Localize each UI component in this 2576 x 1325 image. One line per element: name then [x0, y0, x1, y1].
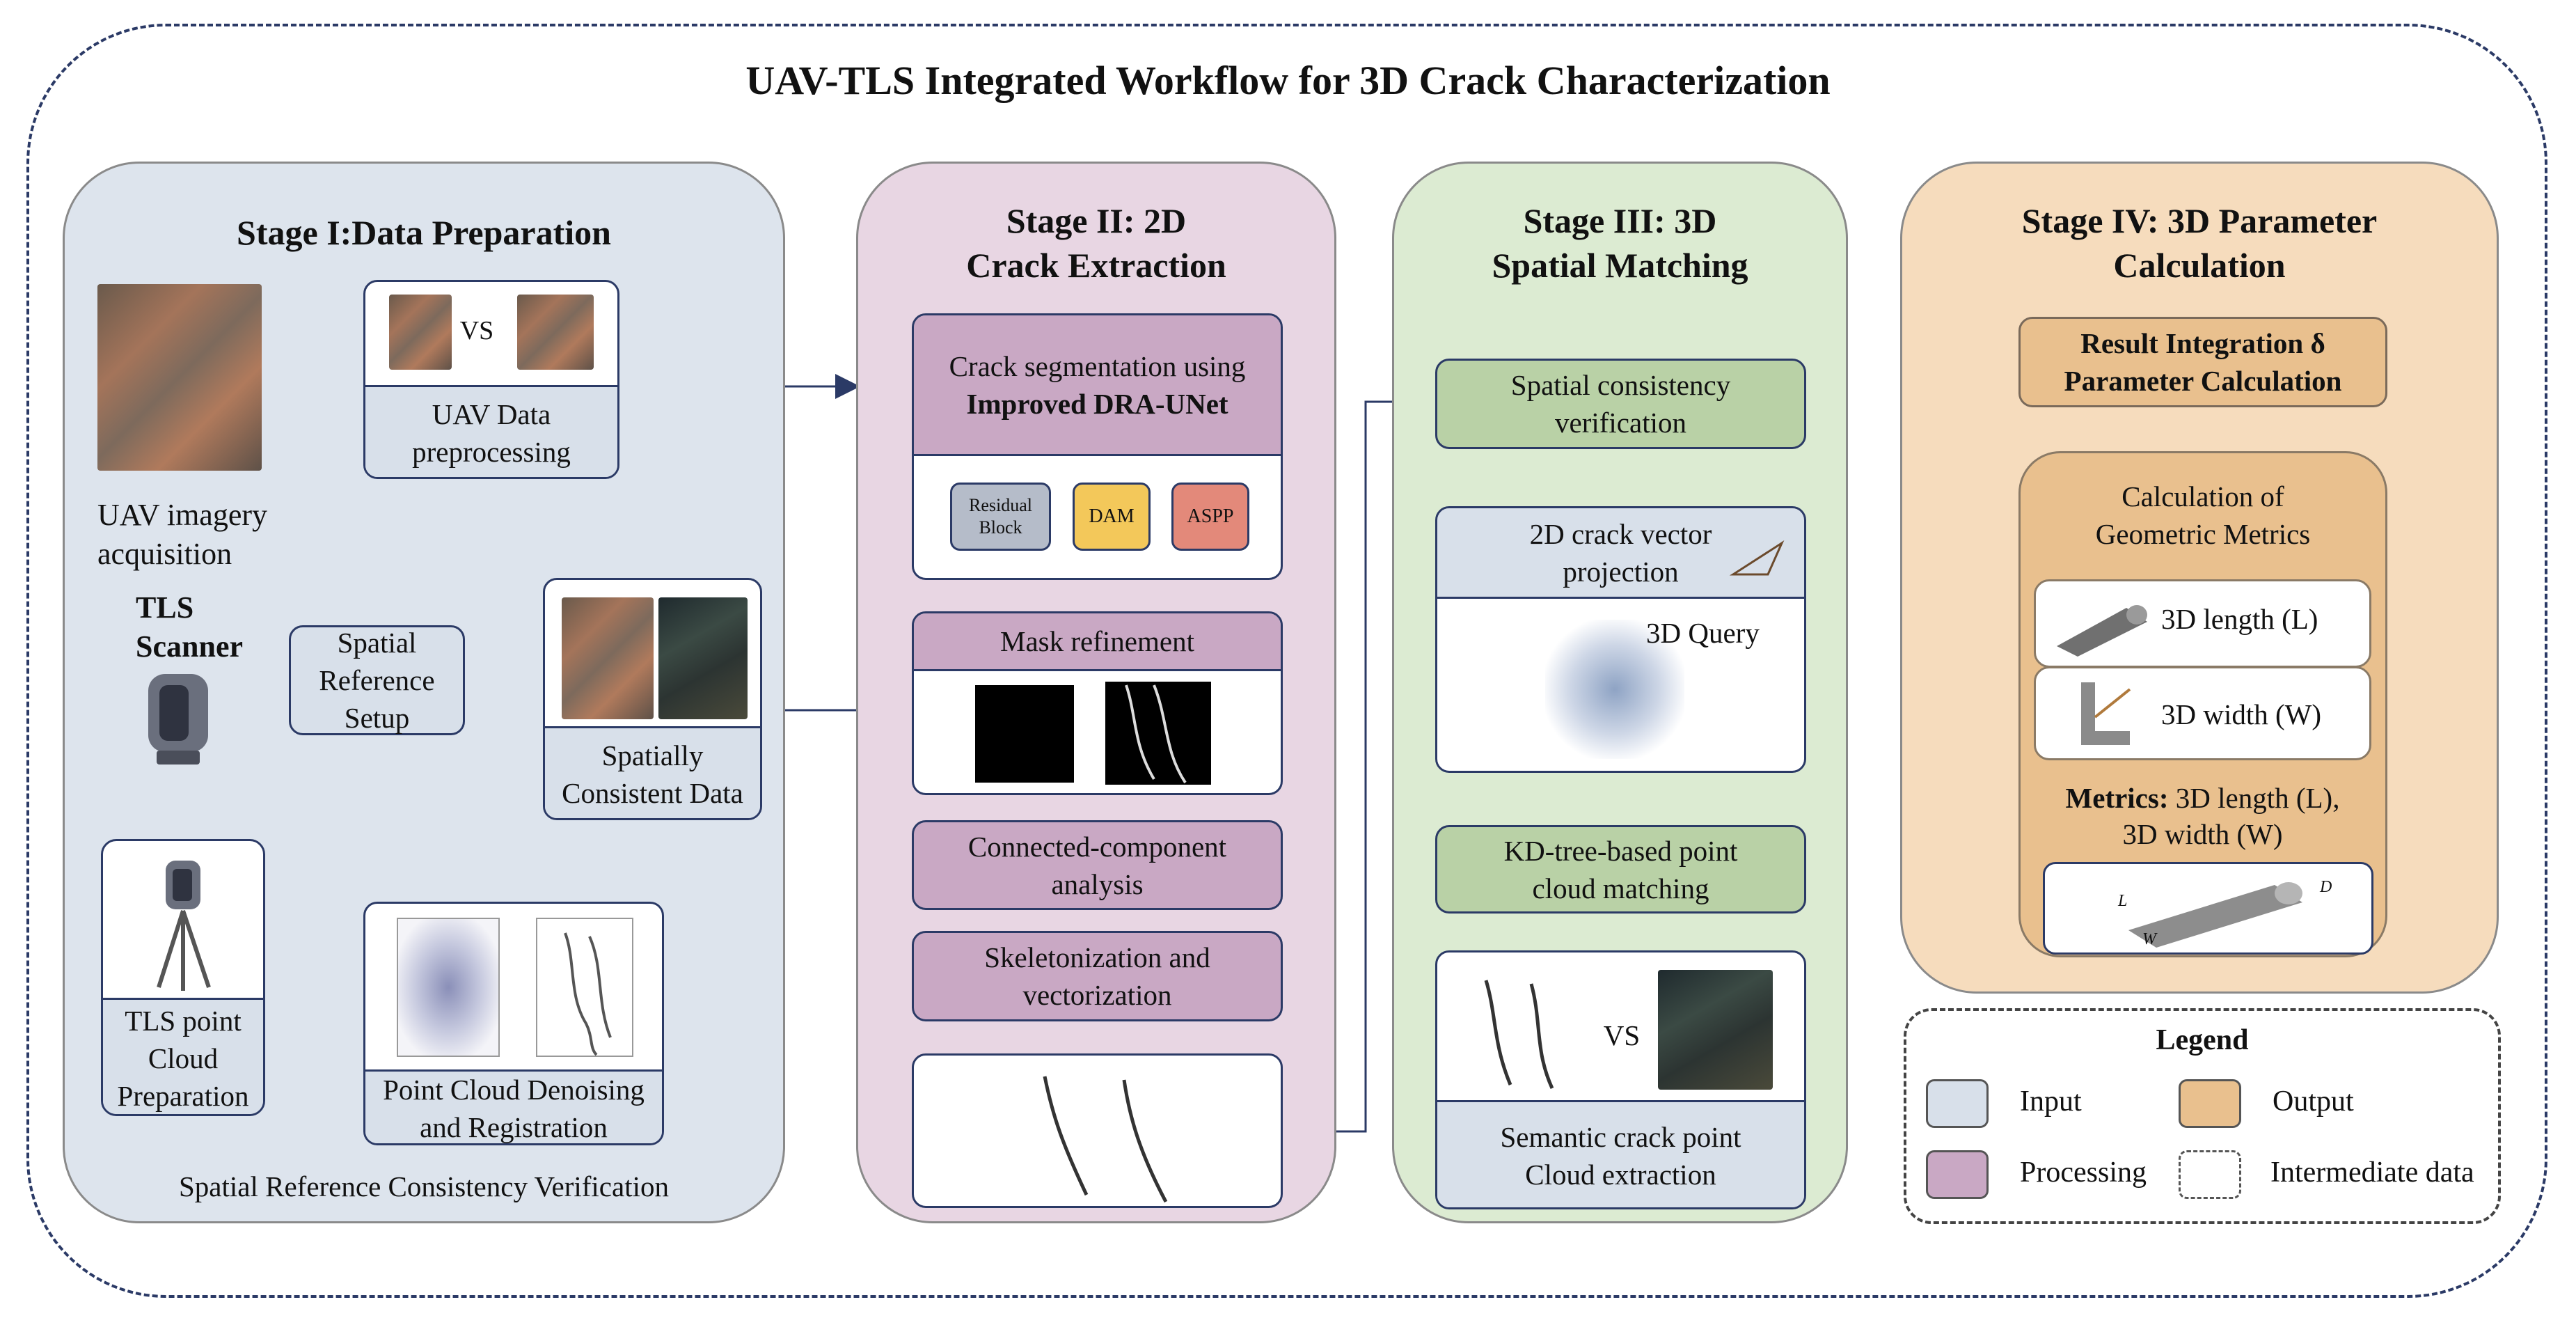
fig-l-label: L: [2118, 892, 2128, 910]
legend-processing-swatch: [1926, 1150, 1989, 1199]
uav-image: [97, 284, 262, 471]
consistent-rgb-thumb: [562, 597, 654, 719]
tls-scanner-icon: [148, 674, 208, 765]
legend-intermediate-label: Intermediate data: [2270, 1157, 2474, 1189]
semantic-extraction-label: Semantic crack point Cloud extraction: [1437, 1100, 1804, 1207]
denoising-box: Point Cloud Denoising and Registration: [363, 902, 664, 1145]
projection-label: 2D crack vector projection: [1437, 508, 1804, 599]
dam-block: DAM: [1073, 483, 1151, 551]
legend-input-swatch: [1926, 1079, 1989, 1128]
metrics-summary-label: Metrics: 3D length (L), 3D width (W): [2065, 782, 2340, 850]
verification-label: Spatial Reference Consistency Verificati…: [179, 1170, 669, 1202]
legend-title: Legend: [2156, 1024, 2249, 1056]
stage3-title-line1: Stage III: 3D: [1523, 201, 1717, 240]
consistent-dark-thumb: [658, 597, 748, 719]
stage3-title-line2: Spatial Matching: [1492, 246, 1748, 285]
noisy-cloud-thumb: [397, 918, 500, 1057]
3d-query-label: 3D Query: [1646, 617, 1760, 649]
spatial-reference-box: Spatial Reference Setup: [289, 625, 465, 735]
stage2-title-line1: Stage II: 2D: [1006, 201, 1187, 240]
diagram-title: UAV-TLS Integrated Workflow for 3D Crack…: [745, 58, 1831, 103]
denoising-label: Point Cloud Denoising and Registration: [365, 1069, 662, 1143]
legend-processing-label: Processing: [2020, 1157, 2147, 1189]
spatially-consistent-box: Spatially Consistent Data: [543, 578, 762, 820]
width-metric-box: 3D width (W): [2034, 666, 2371, 760]
uav-preprocessing-box: VS UAV Data preprocessing: [363, 280, 619, 479]
fig-w-label: W: [2142, 930, 2156, 948]
uav-acquisition-label: UAV imagery acquisition: [97, 498, 268, 571]
mask-raw-thumb: [975, 685, 1074, 783]
crack-lines-thumb: [1484, 980, 1554, 1090]
semantic-dark-thumb: [1658, 970, 1773, 1090]
segmentation-box: Crack segmentation using Improved DRA-UN…: [912, 313, 1283, 580]
width-angle-icon: [2081, 682, 2131, 745]
result-integration-box: Result Integration δ Parameter Calculati…: [2018, 317, 2387, 407]
tls-scanner-label: TLS Scanner: [136, 590, 243, 664]
residual-block: Residual Block: [950, 483, 1051, 551]
fig-d-label: D: [2320, 878, 2332, 896]
legend-box: [1904, 1008, 2501, 1224]
legend-input-label: Input: [2020, 1085, 2082, 1118]
stage1-title: Stage I:Data Preparation: [237, 213, 611, 252]
consistency-verification-box: Spatial consistency verification: [1435, 359, 1806, 449]
connected-component-box: Connected-component analysis: [912, 820, 1283, 910]
length-metric-box: 3D length (L): [2034, 579, 2371, 668]
kdtree-box: KD-tree-based point cloud matching: [1435, 825, 1806, 914]
semantic-extraction-box: VS Semantic crack point Cloud extraction: [1435, 950, 1806, 1209]
uav-preprocessing-label: UAV Data preprocessing: [365, 385, 617, 477]
metrics-figure: L W D: [2043, 862, 2373, 955]
projection-icon: [1730, 540, 1785, 576]
legend-output-swatch: [2179, 1079, 2241, 1128]
length-cylinder-icon: [2057, 605, 2147, 657]
projection-box: 2D crack vector projection 3D Query: [1435, 506, 1806, 773]
semantic-vs-label: VS: [1603, 1019, 1641, 1051]
crack-vector-image: [912, 1053, 1283, 1208]
geometric-metrics-title: Calculation of Geometric Metrics: [2095, 480, 2311, 550]
stage4-title-line2: Calculation: [2113, 246, 2286, 285]
tls-tripod-icon: [157, 861, 211, 991]
mask-refinement-box: Mask refinement: [912, 611, 1283, 795]
vs-label: VS: [459, 316, 494, 345]
segmentation-label: Crack segmentation using Improved DRA-UN…: [914, 315, 1281, 456]
mask-refined-thumb: [1105, 682, 1211, 785]
legend-intermediate-swatch: [2179, 1150, 2241, 1199]
aspp-block: ASPP: [1171, 483, 1249, 551]
uav-processed-thumb: [517, 295, 594, 370]
tls-preparation-box: TLS point Cloud Preparation: [101, 839, 265, 1116]
3d-query-cloud: [1545, 620, 1684, 759]
mask-refinement-label: Mask refinement: [914, 613, 1281, 671]
stage4-title-line1: Stage IV: 3D Parameter: [2021, 201, 2378, 240]
length-label: 3D length (L): [2161, 603, 2318, 635]
legend-output-label: Output: [2273, 1085, 2354, 1118]
tls-preparation-label: TLS point Cloud Preparation: [103, 998, 263, 1114]
spatially-consistent-label: Spatially Consistent Data: [545, 726, 760, 818]
skeletonization-box: Skeletonization and vectorization: [912, 931, 1283, 1021]
outer-frame: [26, 24, 2547, 1298]
stage2-title-line2: Crack Extraction: [966, 246, 1226, 285]
width-label: 3D width (W): [2161, 698, 2322, 730]
clean-cloud-thumb: [536, 918, 633, 1057]
uav-raw-thumb: [389, 295, 452, 370]
